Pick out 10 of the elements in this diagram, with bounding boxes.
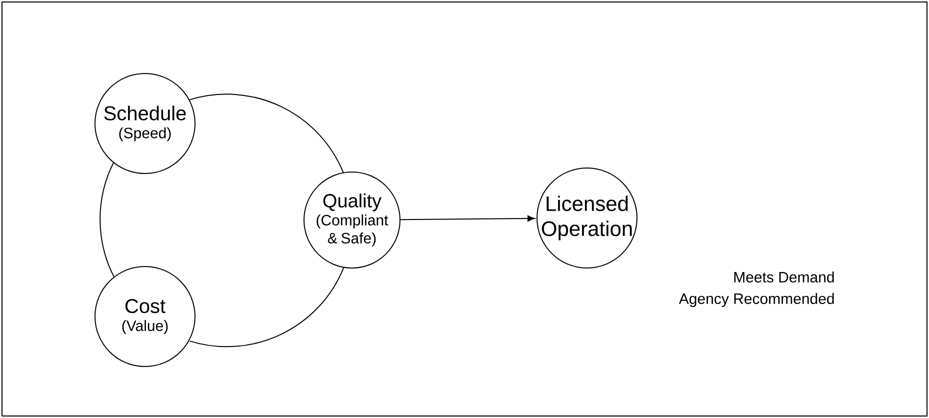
connector-arc <box>189 267 344 348</box>
circle-node: Cost (Value) <box>94 266 196 367</box>
note-text: Meets Demand <box>734 272 834 282</box>
circle-node: Quality (Compliant & Safe) <box>304 172 400 268</box>
connector-arc <box>189 94 344 174</box>
arrow <box>400 215 536 222</box>
circle-node: Licensed Operation <box>536 168 638 268</box>
note-text: Agency Recommended <box>678 293 834 307</box>
connector-arc <box>100 161 114 278</box>
circle-node: Schedule (Speed) <box>94 73 196 174</box>
